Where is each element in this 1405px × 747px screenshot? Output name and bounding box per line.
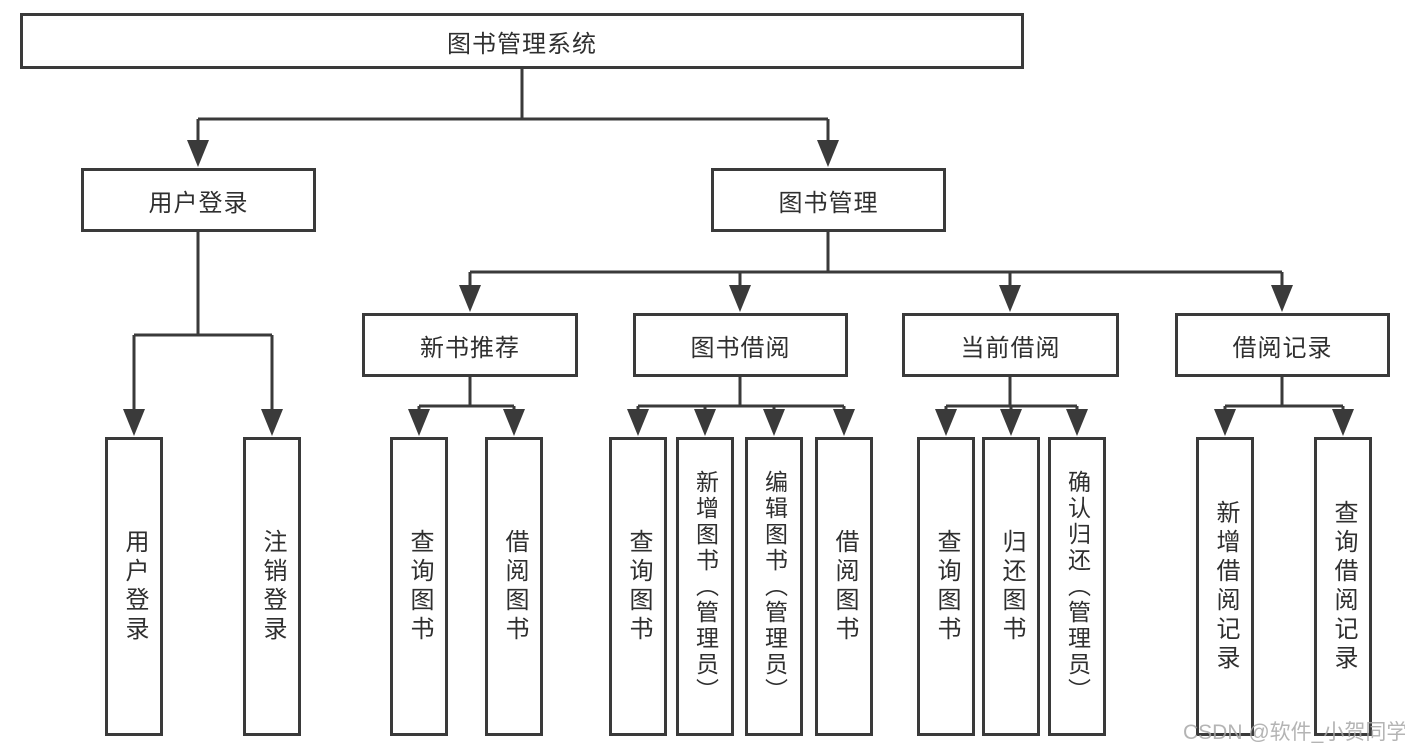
node-library-system: 图书管理系统 (20, 13, 1024, 69)
node-borrowing-records: 借阅记录 (1175, 313, 1390, 377)
node-user-login: 用户登录 (81, 168, 316, 232)
leaf-search-borrow-record: 查询借阅记录 (1314, 437, 1372, 736)
arrow-down-icon (833, 409, 855, 436)
leaf-add-borrow-record: 新增借阅记录 (1196, 437, 1254, 736)
leaf-search-books-borrowing-label: 查询图书 (625, 528, 652, 645)
arrow-down-icon (261, 409, 283, 436)
arrow-down-icon (187, 140, 209, 167)
arrow-down-icon (1066, 409, 1088, 436)
node-book-management-label: 图书管理 (778, 189, 879, 217)
leaf-borrow-books-recommend-label: 借阅图书 (501, 528, 528, 645)
leaf-borrow-books-borrowing-label: 借阅图书 (831, 528, 858, 645)
arrow-down-icon (123, 409, 145, 436)
node-new-book-recommend: 新书推荐 (362, 313, 578, 377)
arrow-down-icon (729, 285, 751, 312)
leaf-logout-login: 注销登录 (243, 437, 301, 736)
arrow-down-icon (763, 409, 785, 436)
node-book-borrowing: 图书借阅 (633, 313, 848, 377)
leaf-search-books-recommend: 查询图书 (390, 437, 448, 736)
connector-borrowing-children (627, 377, 855, 436)
leaf-user-login: 用户登录 (105, 437, 163, 736)
leaf-borrow-books-recommend: 借阅图书 (485, 437, 543, 736)
arrow-down-icon (459, 285, 481, 312)
arrow-down-icon (1332, 409, 1354, 436)
arrow-down-icon (1000, 409, 1022, 436)
leaf-search-books-current-label: 查询图书 (933, 528, 960, 645)
connector-bookmgmt-to-level3 (459, 232, 1293, 312)
leaf-add-book-admin: 新增图书（管理员） (676, 437, 734, 736)
leaf-confirm-return-admin: 确认归还（管理员） (1048, 437, 1106, 736)
node-user-login-label: 用户登录 (148, 189, 249, 217)
node-current-borrowing-label: 当前借阅 (960, 334, 1061, 362)
node-current-borrowing: 当前借阅 (902, 313, 1119, 377)
leaf-return-book-label: 归还图书 (998, 528, 1025, 645)
connector-newbook-children (408, 377, 525, 436)
csdn-watermark: CSDN @软件_小贺同学 (1183, 721, 1405, 744)
connector-userlogin-children (123, 232, 283, 436)
arrow-down-icon (817, 140, 839, 167)
arrow-down-icon (999, 285, 1021, 312)
arrow-down-icon (627, 409, 649, 436)
leaf-logout-login-label: 注销登录 (259, 528, 286, 645)
leaf-add-book-admin-label: 新增图书（管理员） (692, 469, 719, 704)
leaf-edit-book-admin-label: 编辑图书（管理员） (761, 469, 788, 704)
leaf-search-books-recommend-label: 查询图书 (406, 528, 433, 645)
arrow-down-icon (503, 409, 525, 436)
leaf-user-login-label: 用户登录 (121, 528, 148, 645)
leaf-search-borrow-record-label: 查询借阅记录 (1330, 499, 1357, 674)
connector-root-to-level2 (187, 69, 839, 167)
leaf-search-books-current: 查询图书 (917, 437, 975, 736)
arrow-down-icon (1271, 285, 1293, 312)
connector-current-children (935, 377, 1088, 436)
arrow-down-icon (1214, 409, 1236, 436)
arrow-down-icon (694, 409, 716, 436)
leaf-return-book: 归还图书 (982, 437, 1040, 736)
node-book-management: 图书管理 (711, 168, 946, 232)
leaf-search-books-borrowing: 查询图书 (609, 437, 667, 736)
node-new-book-recommend-label: 新书推荐 (420, 334, 520, 362)
connector-records-children (1214, 377, 1354, 436)
node-library-system-label: 图书管理系统 (447, 30, 597, 58)
leaf-edit-book-admin: 编辑图书（管理员） (745, 437, 803, 736)
node-book-borrowing-label: 图书借阅 (690, 334, 791, 362)
arrow-down-icon (935, 409, 957, 436)
leaf-borrow-books-borrowing: 借阅图书 (815, 437, 873, 736)
node-borrowing-records-label: 借阅记录 (1232, 334, 1333, 362)
leaf-confirm-return-admin-label: 确认归还（管理员） (1064, 469, 1091, 704)
arrow-down-icon (408, 409, 430, 436)
leaf-add-borrow-record-label: 新增借阅记录 (1212, 499, 1239, 674)
